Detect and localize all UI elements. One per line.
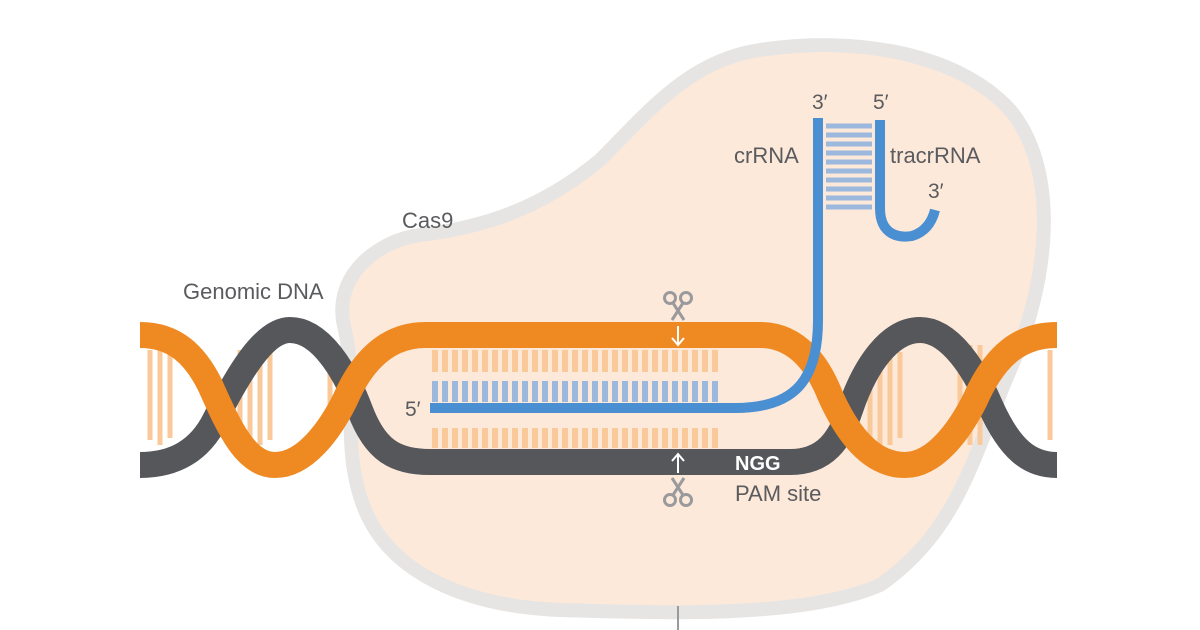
top-strand-bases [432,350,718,372]
tracrrna-label: tracrRNA [890,143,981,168]
scissors-icon [663,477,693,507]
tracrrna-3prime-label: 3′ [928,180,944,203]
crrna-label: crRNA [734,143,799,168]
bottom-strand-bases [432,428,718,448]
tracrrna-5prime-label: 5′ [873,91,889,114]
crrna-strand [430,118,823,413]
tracrrna-strand [875,120,940,242]
crrna-tracrrna-pairing [826,123,872,210]
pam-sequence-label: NGG [735,453,781,475]
arrow-down-icon [671,326,685,347]
guide-rna-bases [432,381,718,402]
dna-strand-orange [139,322,1058,479]
scissors-icon [663,291,693,321]
crrna-3prime-label: 3′ [812,91,828,114]
guide-5prime-label: 5′ [405,398,421,421]
pam-site-label: PAM site [735,481,821,506]
cas9-label: Cas9 [402,208,453,233]
arrow-up-icon [671,452,685,473]
genomic-dna-label: Genomic DNA [183,279,324,304]
dna-strand-gray [139,316,1058,478]
